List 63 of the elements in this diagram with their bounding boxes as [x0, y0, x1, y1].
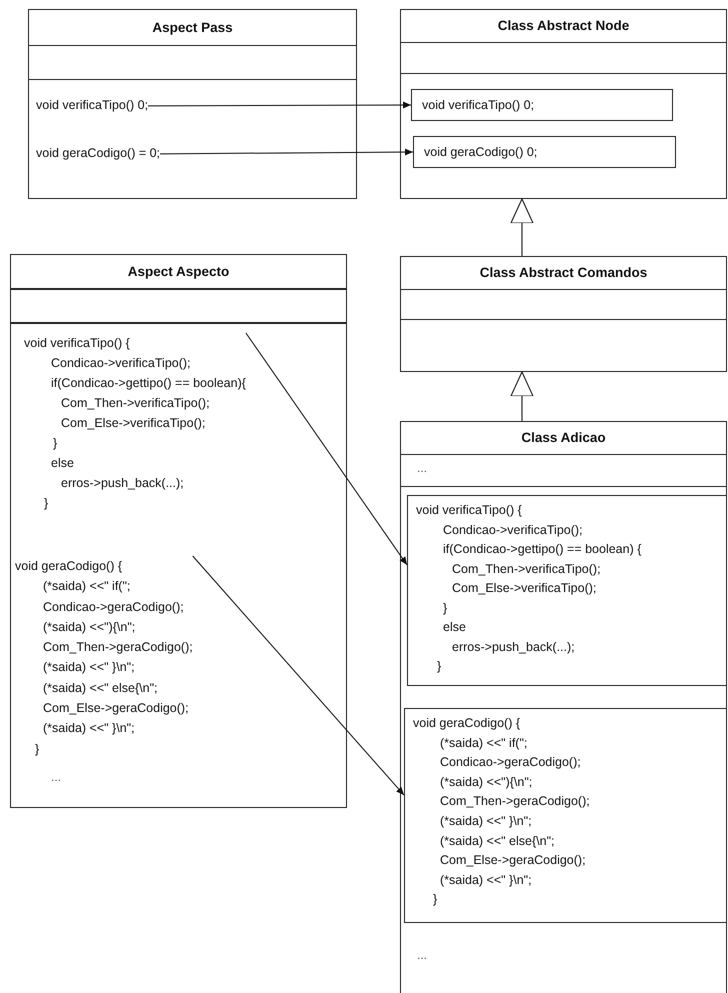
code-line: else [443, 619, 466, 636]
class-box [28, 9, 357, 199]
code-line: (*saida) <<" }\n"; [43, 720, 135, 738]
arrow [192, 556, 404, 796]
ellipsis-text: ... [417, 461, 428, 475]
class-box [400, 256, 727, 372]
code-line: (*saida) <<" else{\n"; [440, 832, 554, 850]
code-line: } [433, 891, 438, 908]
code-line: erros->push_back(...); [452, 638, 575, 656]
arrow [245, 332, 408, 566]
code-line: Com_Then->geraCodigo(); [43, 639, 193, 656]
method-box: void verificaTipo() 0; [411, 89, 673, 121]
code-line: (*saida) <<" }\n"; [440, 812, 532, 830]
ellipsis-text: ... [51, 770, 62, 784]
code-line: (*saida) <<"){\n"; [43, 618, 136, 636]
code-line: (*saida) <<" else{\n"; [43, 680, 158, 697]
code-line: Com_Then->geraCodigo(); [440, 793, 590, 810]
inheritance-arrow [510, 198, 534, 256]
code-line: void geraCodigo() { [15, 558, 122, 575]
code-line: Com_Then->verificaTipo(); [61, 395, 210, 412]
code-line: (*saida) <<" if("; [440, 734, 528, 752]
code-line: Com_Else->geraCodigo(); [440, 852, 586, 870]
method-signature: void verificaTipo() 0; [36, 96, 148, 114]
method-box [407, 495, 727, 686]
method-signature: void geraCodigo() = 0; [36, 144, 160, 162]
code-line: void geraCodigo() { [413, 715, 520, 732]
code-line: void verificaTipo() { [416, 502, 522, 519]
code-line: } [53, 435, 58, 452]
class-title: Aspect Aspecto [128, 264, 230, 279]
code-line: (*saida) <<" }\n"; [43, 659, 135, 676]
code-line: (*saida) <<"){\n"; [440, 774, 532, 791]
method-box: void geraCodigo() 0; [413, 136, 676, 168]
code-line: Condicao->geraCodigo(); [440, 754, 581, 772]
arrow [160, 148, 414, 156]
code-line: Com_Else->verificaTipo(); [452, 580, 596, 597]
class-title: Class Abstract Node [498, 18, 630, 33]
code-line: Condicao->geraCodigo(); [43, 598, 184, 616]
code-line: if(Condicao->gettipo() == boolean){ [51, 375, 246, 392]
ellipsis-text: ... [417, 948, 428, 962]
code-line: Com_Else->verificaTipo(); [61, 415, 206, 432]
code-line: Com_Else->geraCodigo(); [43, 700, 189, 718]
inheritance-arrow [510, 372, 534, 422]
class-title: Class Adicao [521, 430, 606, 445]
code-line: Condicao->verificaTipo(); [443, 522, 583, 539]
class-box [10, 254, 347, 808]
arrow [148, 102, 412, 109]
code-line: Com_Then->verificaTipo(); [452, 560, 601, 578]
code-line: void verificaTipo() { [24, 335, 130, 352]
code-line: if(Condicao->gettipo() == boolean) { [443, 541, 642, 558]
method-box [404, 708, 727, 923]
code-line: erros->push_back(...); [61, 475, 184, 492]
code-line: else [51, 455, 74, 472]
code-line: (*saida) <<" }\n"; [440, 872, 532, 889]
code-line: } [437, 658, 442, 675]
class-box [400, 9, 727, 199]
code-line: } [44, 495, 48, 512]
class-title: Aspect Pass [152, 20, 233, 35]
class-box [400, 421, 727, 993]
code-line: (*saida) <<" if("; [43, 578, 130, 596]
code-line: } [443, 600, 448, 617]
class-title: Class Abstract Comandos [480, 265, 648, 280]
code-line: } [35, 740, 40, 758]
code-line: Condicao->verificaTipo(); [51, 355, 191, 372]
